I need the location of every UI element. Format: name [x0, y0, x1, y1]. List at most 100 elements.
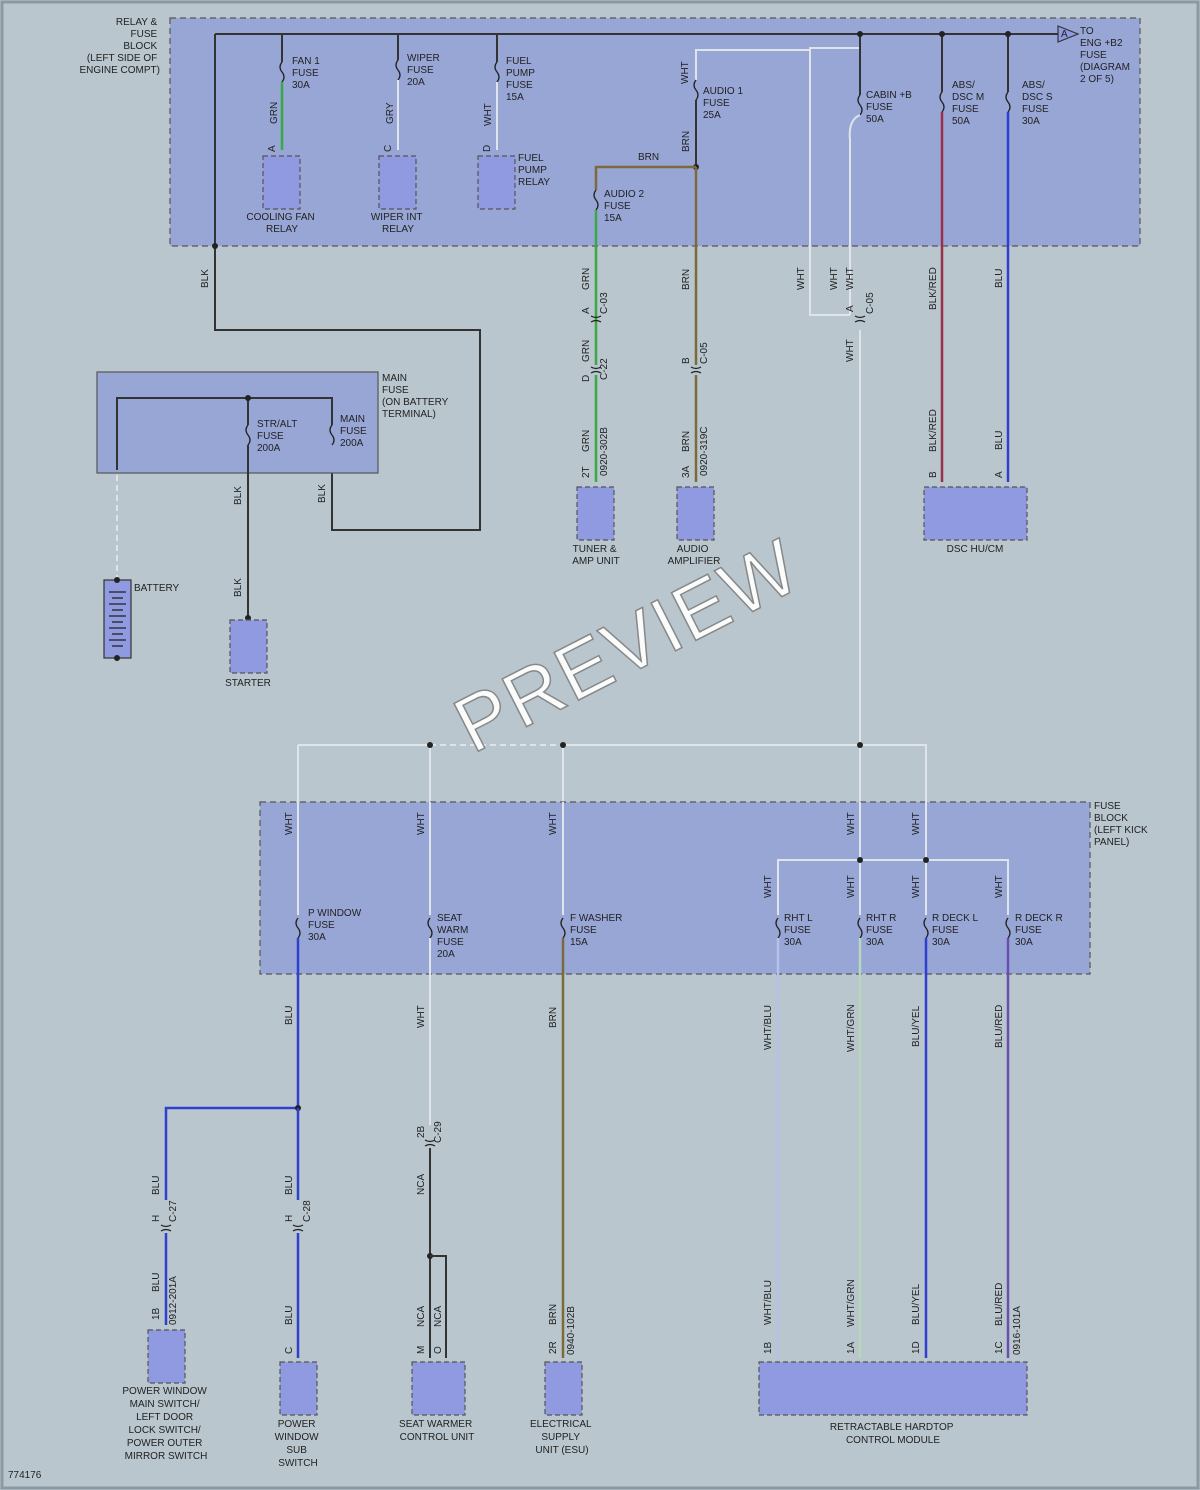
dsc-hu-cm	[923, 486, 1028, 541]
connector-0940-102b: 0940-102B	[566, 1306, 577, 1355]
rdeck-l-fuse-icon	[923, 917, 929, 939]
pin-label: M	[416, 1346, 427, 1354]
pin-label: A	[267, 145, 278, 152]
fuel-pump-relay	[477, 155, 516, 210]
wire-label-blu-yel: BLU/YEL	[911, 1283, 922, 1325]
rht-r-fuse-icon	[857, 917, 863, 939]
pwindow-blu-wire	[164, 938, 300, 1200]
audio1-fuse-label: AUDIO 1 FUSE 25A	[703, 86, 746, 121]
pin-label: O	[433, 1346, 444, 1354]
fan1-fuse-label: FAN 1 FUSE 30A	[292, 56, 323, 91]
wire-label-blu: BLU	[151, 1176, 162, 1195]
seat-warmer-control-unit	[411, 1361, 466, 1416]
main-fuse-box	[96, 371, 379, 474]
pin-label: A	[994, 471, 1005, 478]
relay-fuse-block-label: RELAY & FUSE BLOCK (LEFT SIDE OF ENGINE …	[79, 17, 160, 76]
pin-label: H	[284, 1215, 295, 1222]
abs-s-fuse-icon	[1005, 91, 1011, 113]
audio1-wht-feed	[695, 49, 810, 80]
rdeck-r-fuse-label: R DECK R FUSE 30A	[1015, 913, 1066, 948]
splice-dot	[560, 742, 566, 748]
rdeck-r-fuse-icon	[1005, 917, 1011, 939]
fwasher-fuse-label: F WASHER FUSE 15A	[570, 913, 625, 948]
wire-label-brn: BRN	[548, 1304, 559, 1325]
wire-label-wht: WHT	[994, 875, 1005, 898]
connector-c22: C-22	[599, 358, 610, 380]
pin-label: D	[482, 145, 493, 152]
wire-label-blu: BLU	[284, 1306, 295, 1325]
rht-l-fuse-icon	[775, 917, 781, 939]
relay-fuse-block	[169, 17, 1141, 247]
audio-amplifier-label: AUDIO AMPLIFIER	[668, 544, 721, 567]
wire-label-blk-red: BLK/RED	[928, 409, 939, 452]
pin-label: 2B	[416, 1125, 427, 1138]
wire-label-wht-grn: WHT/GRN	[846, 1004, 857, 1052]
connector-0920-302b: 0920-302B	[599, 427, 610, 476]
wire-label-gry: GRY	[385, 102, 396, 124]
fuel-pump-fuse-label: FUEL PUMP FUSE 15A	[506, 56, 538, 103]
pin-label: 1B	[763, 1341, 774, 1354]
wire-label-wht: WHT	[796, 267, 807, 290]
fuel-pump-fuse-icon	[494, 61, 500, 83]
main-200a-fuse-icon	[329, 424, 335, 446]
power-window-main-switch	[147, 1329, 186, 1384]
main-fuse-title: MAIN FUSE (ON BATTERY TERMINAL)	[382, 373, 451, 420]
wire-label-wht: WHT	[845, 339, 856, 362]
seatwarm-fuse-label: SEAT WARM FUSE 20A	[437, 913, 471, 960]
wire-label-wht: WHT	[680, 61, 691, 84]
wire-label-wht: WHT	[911, 812, 922, 835]
kick-panel-fuse-block	[259, 801, 1091, 975]
connector-c29: C-29	[433, 1121, 444, 1143]
audio1-fuse-icon	[693, 79, 699, 101]
wire-label-wht: WHT	[845, 267, 856, 290]
connector-0920-319c: 0920-319C	[699, 427, 710, 476]
electrical-supply-unit	[544, 1361, 583, 1416]
wire-label-blk: BLK	[200, 269, 211, 288]
connector-c28: C-28	[302, 1200, 313, 1222]
pin-label: B	[681, 357, 692, 364]
wire-label-grn: GRN	[581, 430, 592, 452]
pin-label: 1A	[846, 1341, 857, 1354]
pin-label: 2R	[548, 1341, 559, 1354]
pin-label: 1C	[994, 1341, 1005, 1354]
wire-label-nca: NCA	[416, 1174, 427, 1195]
splice-dot	[1005, 31, 1011, 37]
wire-label-grn: GRN	[269, 102, 280, 124]
to-ref-letter: A	[1061, 29, 1068, 40]
wire-label-brn: BRN	[681, 269, 692, 290]
splice-dot	[857, 857, 863, 863]
wire-label-wht: WHT	[284, 812, 295, 835]
splice-dot	[939, 31, 945, 37]
wire-label-wht: WHT	[911, 875, 922, 898]
connector-0912-201a: 0912-201A	[168, 1276, 179, 1325]
cabin-fuse-icon	[857, 94, 863, 116]
rht-l-fuse-label: RHT L FUSE 30A	[784, 913, 815, 948]
wiper-int-relay-label: WIPER INT RELAY	[371, 212, 425, 235]
wire-label-brn: BRN	[681, 131, 692, 152]
connector-c05: C-05	[699, 342, 710, 364]
main-fuse-bus	[116, 397, 333, 470]
wire-label-wht: WHT	[829, 267, 840, 290]
wire-label-wht: WHT	[846, 875, 857, 898]
splice-dot	[212, 243, 218, 249]
seatwarm-fuse-icon	[427, 917, 433, 939]
starter-label: STARTER	[225, 678, 271, 689]
wire-label-wht: WHT	[416, 812, 427, 835]
abs-m-fuse-label: ABS/ DSC M FUSE 50A	[952, 80, 987, 127]
abs-m-fuse-icon	[939, 91, 945, 113]
retractable-hardtop-control-module	[758, 1361, 1028, 1416]
kick-feeds	[297, 802, 861, 915]
wire-label-blu: BLU	[994, 269, 1005, 288]
wire-label-blu-yel: BLU/YEL	[911, 1005, 922, 1047]
blk-feed-wire	[214, 34, 481, 531]
pin-label: 1D	[911, 1341, 922, 1354]
cabin-wht-wire	[848, 114, 861, 315]
wire-label-blk: BLK	[233, 578, 244, 597]
power-window-sub-switch	[279, 1361, 318, 1416]
power-window-main-switch-label: POWER WINDOW MAIN SWITCH/ LEFT DOOR LOCK…	[122, 1386, 209, 1462]
splice-dot	[114, 577, 120, 583]
audio-amplifier	[676, 486, 715, 541]
pin-label: B	[928, 471, 939, 478]
cooling-fan-relay	[262, 155, 301, 210]
